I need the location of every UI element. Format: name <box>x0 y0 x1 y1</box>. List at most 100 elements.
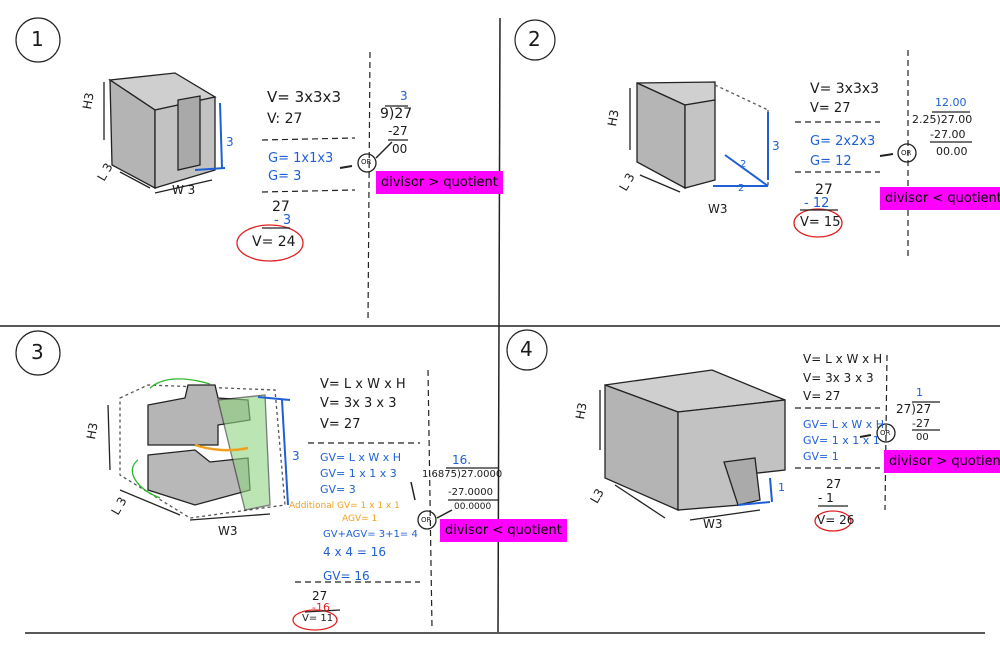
panel-1-sub: -27 <box>388 124 408 138</box>
panel-1-number: 1 <box>31 27 44 51</box>
panel-4-formula-3: V= 27 <box>803 389 841 403</box>
panel-4-formula-2: V= 3x 3 x 3 <box>803 371 874 385</box>
panel-4-or-label: OR <box>880 429 891 437</box>
panel-3-additional-1: Additional GV= 1 x 1 x 1 <box>289 501 400 511</box>
panel-3-sub-line <box>304 609 341 613</box>
panel-2-cube <box>629 81 769 193</box>
panel-3-gv: GV= 16 <box>323 569 370 583</box>
panel-1-width-label: W 3 <box>172 183 196 197</box>
panel-1-height-label: H3 <box>79 91 97 111</box>
panel-4-gap-3: GV= 1 <box>803 450 839 463</box>
panel-3-cube <box>107 378 291 521</box>
panel-4-minus: - 1 <box>818 491 834 505</box>
panel-3-total: 27 <box>312 589 328 603</box>
panel-1-cut-label: 3 <box>226 135 234 149</box>
panel-1-dashes <box>261 51 371 321</box>
panel-2-gap-a: 2 <box>740 159 747 170</box>
panel-2-width-label: W3 <box>708 202 728 216</box>
panel-2-cut-label: 3 <box>772 139 780 153</box>
panel-3-dashes <box>295 369 433 629</box>
panel-1-formula-1: V= 3x3x3 <box>267 88 341 106</box>
panel-3-gap-1: GV= L x W x H <box>320 451 402 464</box>
panel-1-rem: 00 <box>392 142 408 156</box>
panel-3-comparison-tag: divisor < quotient <box>440 519 567 542</box>
panel-3-result-circle <box>292 609 338 631</box>
panel-4-number-circle <box>506 329 548 371</box>
panel-1-minus: - 3 <box>274 213 292 228</box>
panel-2-result-circle <box>793 208 843 238</box>
panel-3-minus: -16 <box>312 601 330 614</box>
panel-1-or-arrow-2 <box>375 141 393 159</box>
panel-1-or-arrow <box>339 165 353 169</box>
panel-4-dividend: 27)27 <box>896 402 932 416</box>
panel-2-rem: 00.00 <box>936 145 968 158</box>
panel-4-dashes <box>795 354 888 511</box>
panel-3-gap-2: GV= 1 x 1 x 3 <box>320 467 397 480</box>
panel-1-number-circle <box>15 17 61 63</box>
panel-1-or-label: OR <box>361 158 372 166</box>
panel-2-formula-2: V= 27 <box>810 101 851 116</box>
panel-3-sub: -27.0000 <box>448 487 493 498</box>
panel-1-or-circle <box>357 153 377 173</box>
panel-2-number-circle <box>514 19 556 61</box>
panel-2-total: 27 <box>815 182 833 198</box>
panel-2-number: 2 <box>528 27 541 51</box>
panel-2-quotient: 12.00 <box>935 96 967 109</box>
panel-3-or-label: OR <box>421 516 432 524</box>
panel-2-or-label: OR <box>901 149 912 157</box>
panel-4-result-circle <box>814 510 852 532</box>
panel-3-cut-label: 3 <box>292 449 300 463</box>
panel-2-or-arrow <box>879 153 894 157</box>
panel-4-total: 27 <box>826 477 842 491</box>
panel-1-gap-1: G= 1x1x3 <box>268 151 334 166</box>
panel-3-rem: 00.0000 <box>454 502 492 512</box>
panel-2-height-label: H3 <box>604 108 622 128</box>
panel-3-mult: 4 x 4 = 16 <box>323 545 386 559</box>
panel-3-result: V= 11 <box>302 613 334 624</box>
panel-2-gap-2: G= 12 <box>810 154 852 169</box>
panel-3-gap-3: GV= 3 <box>320 483 356 496</box>
panel-3-formula-3: V= 27 <box>320 417 361 432</box>
panel-4-formula-1: V= L x W x H <box>803 352 883 366</box>
panel-3-width-label: W3 <box>218 524 238 538</box>
panel-1-result-circle <box>236 224 304 262</box>
panel-3-formula-1: V= L x W x H <box>320 377 406 392</box>
panel-4-width-label: W3 <box>703 517 723 531</box>
panel-3-number: 3 <box>31 340 44 364</box>
panel-1-total: 27 <box>272 199 290 215</box>
panel-3-height-label: H3 <box>83 421 101 441</box>
panel-2-or-circle <box>897 143 917 163</box>
panel-4-gap-2: GV= 1 x 1 x 1 <box>803 434 880 447</box>
panel-4-comparison-tag: divisor > quotient <box>884 450 1000 473</box>
panel-2-comparison-tag: divisor < quotient <box>880 187 1000 210</box>
panel-1-comparison-tag: divisor > quotient <box>376 171 503 194</box>
panel-2-gap-b: 2 <box>738 183 745 194</box>
panel-1-cube <box>103 72 226 194</box>
panel-2-sub: -27.00 <box>930 128 966 141</box>
panel-4-number: 4 <box>520 337 533 361</box>
panel-3-quotient: 16. <box>452 453 472 467</box>
panel-2-minus: - 12 <box>804 196 830 211</box>
panel-4-gap-1: GV= L x W x H <box>803 418 885 431</box>
panel-3-or-arrow-2 <box>410 481 416 501</box>
panel-4-cut-label: 1 <box>778 481 785 494</box>
panel-4-rem: 00 <box>916 432 929 443</box>
panel-2-result: V= 15 <box>800 215 841 230</box>
panel-3-additional-2: AGV= 1 <box>342 514 378 524</box>
panel-1-gap-2: G= 3 <box>268 169 302 184</box>
panel-4-or-arrow <box>859 434 872 438</box>
panel-3-number-circle <box>15 330 61 376</box>
panel-2-dashes <box>795 50 909 260</box>
panel-4-quotient: 1 <box>916 386 923 399</box>
panel-4-or-circle <box>876 423 896 443</box>
panel-2-formula-1: V= 3x3x3 <box>810 81 880 97</box>
panel-2-gap-1: G= 2x2x3 <box>810 134 876 149</box>
panel-1-quotient: 3 <box>400 89 408 103</box>
panel-3-or-circle <box>417 510 437 530</box>
panel-1-formula-2: V: 27 <box>267 111 303 127</box>
panel-2-dividend: 2.25)27.00 <box>912 113 973 126</box>
panel-3-or-arrow <box>436 509 453 519</box>
panel-4-result: V= 26 <box>817 513 855 527</box>
panel-4-height-label: H3 <box>572 401 590 421</box>
